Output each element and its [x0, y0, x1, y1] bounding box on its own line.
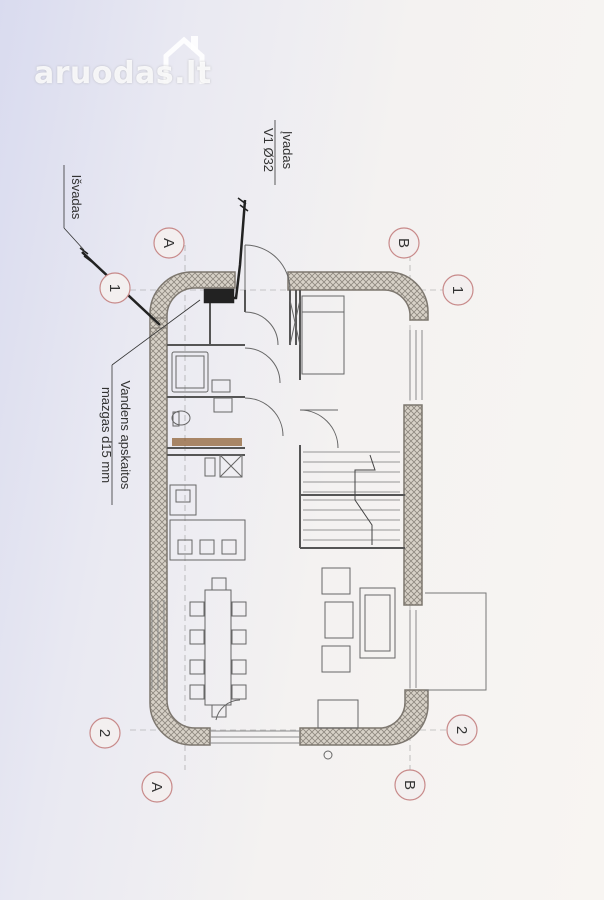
kitchen-counter-strip: [172, 438, 242, 446]
bathroom-fixtures: [171, 351, 243, 478]
wardrobe: [289, 295, 345, 375]
door-swings: [215, 244, 339, 721]
staircase: [303, 451, 400, 545]
terrace-outline: [425, 592, 487, 691]
inlet-pipe-label: V1 Ø32: [261, 128, 276, 172]
windows: [151, 330, 423, 744]
axis-marker-b-bottom: [394, 769, 426, 801]
axis-label-1-left: 1: [106, 284, 123, 292]
axis-label-2-right: 2: [453, 726, 470, 734]
interior-walls: [167, 290, 405, 549]
dining-table: [189, 577, 247, 718]
axis-marker-b-top: [388, 227, 420, 259]
entry-point-icon: [323, 750, 333, 760]
watermark-logo: aruodas.lt: [34, 56, 212, 91]
leader-lines: [63, 120, 276, 505]
watermark-house-icon: [163, 36, 205, 84]
grid-axis-markers: [89, 227, 478, 803]
axis-marker-2-left: [89, 717, 121, 749]
axis-label-a-bottom: A: [148, 782, 165, 792]
meter-label-line2: mazgas d15 mm: [99, 387, 114, 483]
kitchen-furniture: [169, 484, 246, 561]
axis-marker-a-bottom: [141, 771, 173, 803]
axis-marker-a-top: [153, 227, 185, 259]
axis-label-1-right: 1: [449, 286, 466, 294]
axis-label-b-top: B: [395, 238, 412, 248]
axis-marker-2-right: [446, 714, 478, 746]
axis-label-a-top: A: [160, 238, 177, 248]
axis-marker-1-right: [442, 274, 474, 306]
living-furniture: [317, 567, 396, 729]
axis-label-b-bottom: B: [401, 780, 418, 790]
axis-marker-1-left: [99, 272, 131, 304]
inlet-label: Įvadas: [280, 131, 295, 170]
meter-label-line1: Vandens apskaitos: [118, 381, 133, 490]
outlet-label: Išvadas: [69, 175, 84, 220]
axis-label-2-left: 2: [96, 729, 113, 737]
